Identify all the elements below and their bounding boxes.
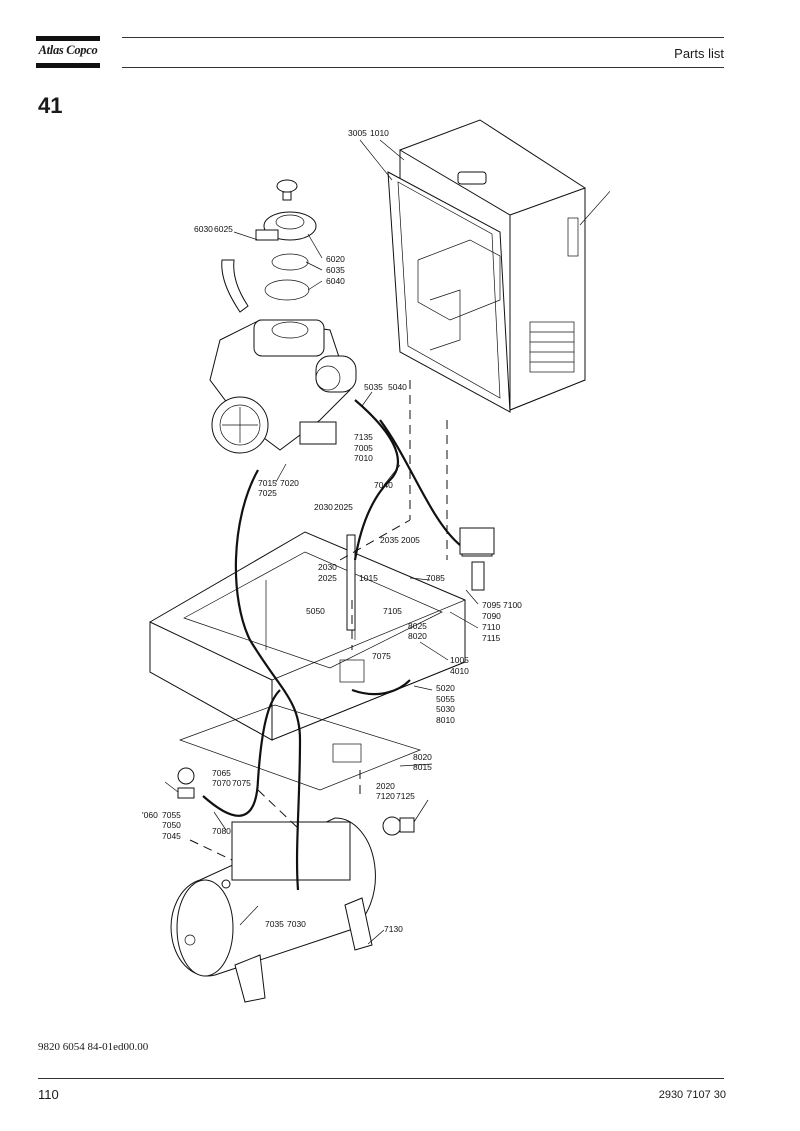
exploded-parts-diagram: 3005 1010 4005 6030 6025 6020 6035 6040 …	[142, 119, 610, 1003]
callout-7080: 7080	[212, 826, 231, 836]
callout-7075-left: 7075	[232, 778, 251, 788]
callout-5020: 5020	[436, 683, 455, 693]
header-rule-bottom	[122, 67, 724, 68]
callout-6040: 6040	[326, 276, 345, 286]
callout-4010: 4010	[450, 666, 469, 676]
callout-5055: 5055	[436, 694, 455, 704]
pressure-gauge-assembly	[164, 527, 495, 836]
callout-7075-mid: 7075	[372, 651, 391, 661]
callout-2030-top: 2030	[314, 502, 333, 512]
callout-7135: 7135	[354, 432, 373, 442]
logo-bar-bottom	[36, 63, 100, 68]
callout-7085: 7085	[426, 573, 445, 583]
callout-5035: 5035	[364, 382, 383, 392]
callout-1005: 1005	[450, 655, 469, 665]
callout-2025: 2025	[318, 573, 337, 583]
assembly-guide-lines	[189, 380, 448, 861]
logo-wordmark: Atlas Copco	[38, 43, 98, 57]
callout-7065: 7065	[212, 768, 231, 778]
compressor-motor-unit	[209, 319, 357, 454]
callout-7105: 7105	[383, 606, 402, 616]
header-rule-top	[122, 37, 724, 38]
document-number: 2930 7107 30	[658, 1089, 726, 1101]
page-number: 110	[38, 1087, 59, 1102]
callout-7055: 7055	[162, 810, 181, 820]
callout-2030: 2030	[318, 562, 337, 572]
callout-7045: 7045	[162, 831, 181, 841]
callout-6025: 6025	[214, 224, 233, 234]
callout-8020-lower: 8020	[413, 752, 432, 762]
callout-7035: 7035	[265, 919, 284, 929]
callout-leaders	[213, 139, 610, 945]
logo-bar-top	[36, 36, 100, 41]
atlas-copco-logo: Atlas Copco	[36, 36, 100, 68]
air-receiver-tank	[170, 817, 376, 1003]
callout-8025: 8025	[408, 621, 427, 631]
callout-8010: 8010	[436, 715, 455, 725]
callout-7090: 7090	[482, 611, 501, 621]
callout-7030: 7030	[287, 919, 306, 929]
callout-7130: 7130	[384, 924, 403, 934]
callout-060: '060	[142, 810, 158, 820]
callout-6030: 6030	[194, 224, 213, 234]
floor-plate	[178, 704, 422, 791]
callout-7125: 7125	[396, 791, 415, 801]
callout-2020: 2020	[376, 781, 395, 791]
page-title: Parts list	[674, 46, 724, 61]
callout-6020: 6020	[326, 254, 345, 264]
callout-5040: 5040	[388, 382, 407, 392]
callout-7050: 7050	[162, 820, 181, 830]
callout-7025: 7025	[258, 488, 277, 498]
callout-2035: 2035	[380, 535, 399, 545]
callout-7110: 7110	[482, 622, 501, 632]
callout-2005: 2005	[401, 535, 420, 545]
callout-7015: 7015	[258, 478, 277, 488]
callout-5050: 5050	[306, 606, 325, 616]
callout-6035: 6035	[326, 265, 345, 275]
cabinet-cover	[387, 119, 586, 413]
callout-7120: 7120	[376, 791, 395, 801]
callout-2025-top: 2025	[334, 502, 353, 512]
callout-7115: 7115	[482, 633, 501, 643]
callout-8020: 8020	[408, 631, 427, 641]
drawing-id: 9820 6054 84-01ed00.00	[38, 1041, 149, 1053]
callout-7070: 7070	[212, 778, 231, 788]
callout-3005: 3005	[348, 128, 367, 138]
callout-7010: 7010	[354, 453, 373, 463]
pipe-hoses	[202, 399, 461, 891]
callout-7095: 7095	[482, 600, 501, 610]
section-number: 41	[38, 93, 63, 118]
callout-7040: 7040	[374, 480, 393, 490]
callout-7020: 7020	[280, 478, 299, 488]
callout-1015: 1015	[359, 573, 378, 583]
callout-5030: 5030	[436, 704, 455, 714]
air-filter-assembly	[221, 179, 317, 313]
callout-8015: 8015	[413, 762, 432, 772]
part-callouts: 3005 1010 4005 6030 6025 6020 6035 6040 …	[142, 128, 522, 934]
footer-rule	[38, 1078, 724, 1079]
callout-1010: 1010	[370, 128, 389, 138]
callout-7005: 7005	[354, 443, 373, 453]
callout-7100: 7100	[503, 600, 522, 610]
